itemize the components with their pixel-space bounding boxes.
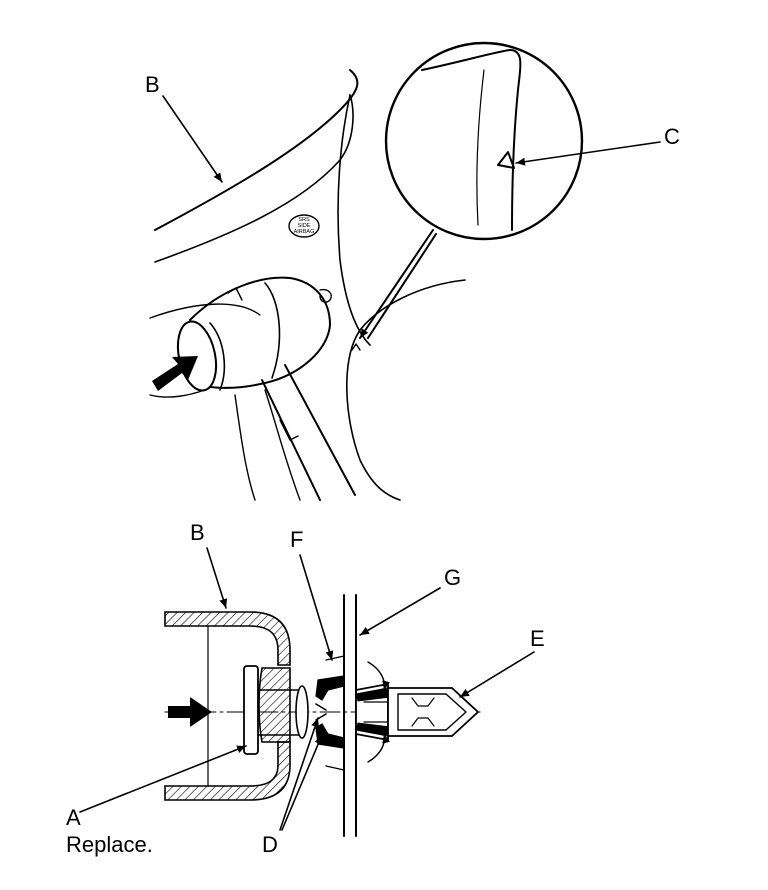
label-g: G	[444, 565, 461, 590]
cover-b-section	[164, 611, 291, 666]
grommet-f	[315, 675, 345, 701]
magnify-leader-line-2	[367, 233, 437, 339]
rotation-arc-upper	[367, 661, 391, 691]
leader-g	[359, 587, 441, 636]
leader-e	[459, 651, 535, 698]
clip-location-mark	[351, 343, 361, 351]
leader-b-top	[162, 95, 223, 183]
push-arrow-icon-bottom	[168, 697, 212, 727]
leader-f	[299, 554, 334, 661]
clip-a-flange	[295, 685, 309, 739]
badge-text-line2: SIDE	[298, 223, 311, 229]
leader-d-1	[279, 717, 319, 831]
srs-side-airbag-badge: SRS SIDE AIRBAG	[288, 214, 320, 238]
clip-e	[355, 682, 480, 742]
label-a: A	[66, 805, 81, 830]
leader-b-bottom	[206, 547, 228, 609]
label-f: F	[290, 527, 303, 552]
cross-section-illustration: B F G E A Replace. D	[66, 520, 545, 857]
grommet-f-lips	[325, 655, 345, 771]
label-b-top: B	[145, 72, 160, 97]
label-d: D	[262, 832, 278, 857]
seat-cover-outline	[154, 69, 359, 231]
clip-a-head	[243, 665, 259, 755]
mallet-icon	[176, 276, 356, 501]
seat-cover-right-contour	[337, 94, 371, 346]
seat-side-lower	[234, 394, 256, 501]
magnified-detail-circle	[384, 41, 584, 241]
rotation-arc-lower	[367, 733, 391, 763]
label-c: C	[664, 124, 680, 149]
seat-cover-panel-edge	[154, 94, 354, 263]
magnify-leader-line	[359, 229, 434, 339]
label-replace: Replace.	[66, 832, 153, 857]
leader-c	[515, 141, 661, 166]
label-e: E	[530, 626, 545, 651]
seat-side-lower-2	[264, 389, 301, 501]
grommet-f-lower	[315, 723, 345, 749]
seatback-outline	[346, 279, 466, 501]
top-illustration: SRS SIDE AIRBAG	[145, 41, 680, 501]
seat-lower-edge	[149, 389, 206, 398]
push-arrow-icon	[152, 356, 198, 391]
leader-a	[79, 745, 247, 813]
label-b-bottom: B	[190, 520, 205, 545]
badge-text-line1: SRS	[298, 217, 310, 223]
leader-d-2	[281, 734, 323, 831]
cover-b-web	[258, 667, 291, 743]
badge-text-line3: AIRBAG	[294, 229, 315, 235]
seatback-inner-line	[149, 303, 261, 319]
